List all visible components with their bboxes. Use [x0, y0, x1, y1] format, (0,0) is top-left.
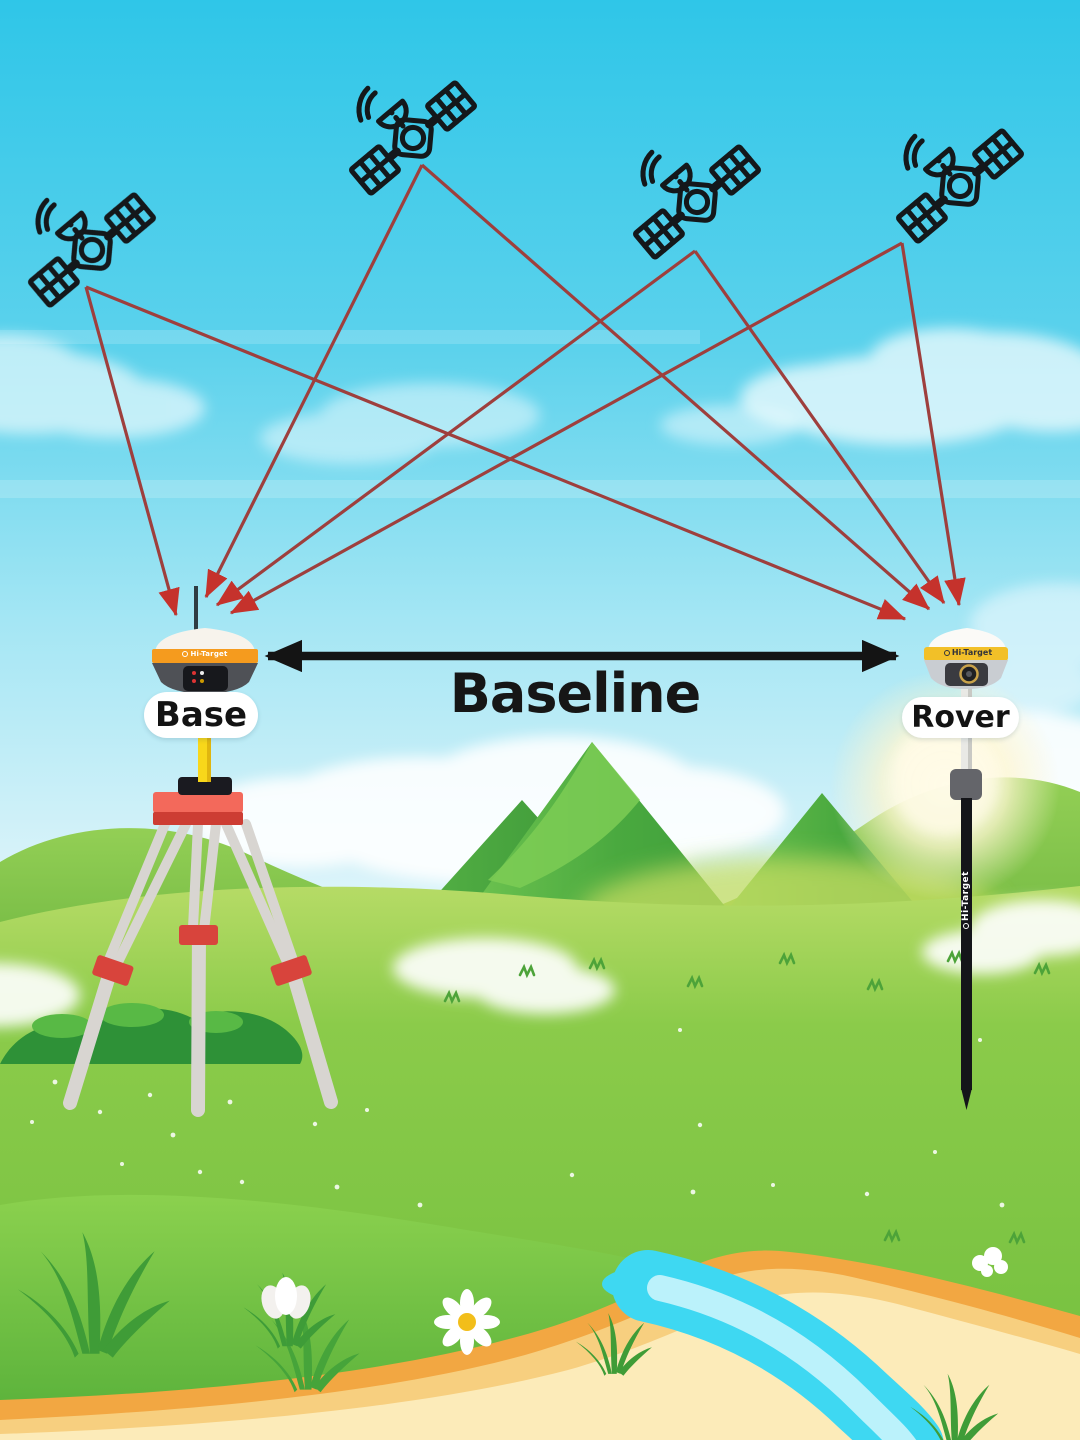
baseline-label: Baseline [449, 662, 701, 725]
rover-label-pill: Rover [902, 697, 1019, 738]
flower-cluster [972, 1247, 1008, 1277]
pole-clamp [178, 777, 232, 795]
base-brand: Hi-Target [168, 650, 242, 658]
hi-target-logo-icon [182, 651, 189, 657]
rover-pole-lower [961, 798, 972, 1090]
field-sparkles [30, 1028, 1005, 1208]
signal-lines [84, 163, 966, 621]
base-station [63, 586, 338, 1117]
rover-pole-clamp [950, 769, 982, 800]
grass-marks [443, 949, 1051, 1246]
river-valley [0, 1250, 1080, 1440]
base-label: Base [154, 695, 248, 735]
tripod [63, 777, 338, 1117]
base-receiver [152, 628, 258, 694]
hi-target-logo-icon [943, 649, 950, 656]
bush [0, 1003, 303, 1064]
hi-target-logo-icon [963, 922, 969, 929]
rover-pole-brand: Hi-Target [961, 860, 971, 940]
horizon-clouds [0, 900, 1080, 1027]
base-label-pill: Base [144, 692, 258, 738]
rover-label: Rover [911, 700, 1010, 735]
rover-brand: Hi-Target [928, 648, 1008, 657]
tripod-head [153, 792, 243, 813]
flower-daisy [434, 1289, 500, 1355]
flower-white [243, 1272, 336, 1349]
